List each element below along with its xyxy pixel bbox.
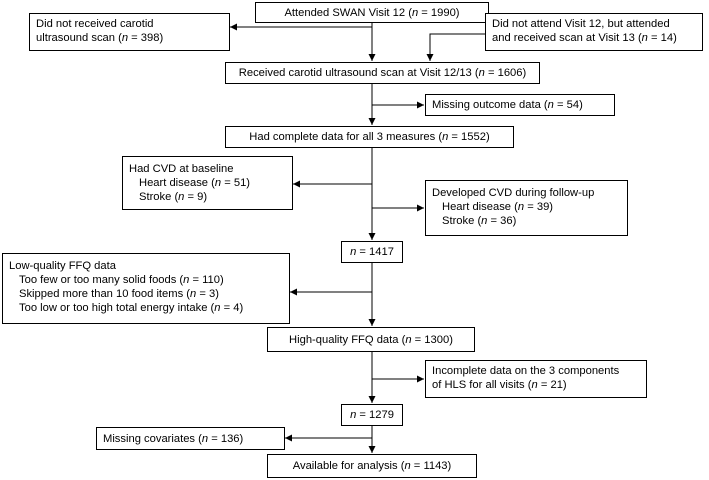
- box-n1417: n = 1417: [341, 241, 403, 263]
- box-complete-data: Had complete data for all 3 measures (n …: [225, 126, 514, 148]
- box-cvd-baseline: Had CVD at baseline Heart disease (n = 5…: [122, 156, 293, 210]
- incomplete-hls-line-2: of HLS for all visits (n = 21): [432, 379, 567, 391]
- no-scan-line-1: Did not received carotid: [36, 18, 154, 30]
- box-visit13: Did not attend Visit 12, but attended an…: [485, 13, 703, 51]
- box-cvd-followup: Developed CVD during follow-up Heart dis…: [425, 180, 628, 236]
- low-ffq-skipped: Skipped more than 10 food items (n = 3): [19, 288, 219, 300]
- cvd-baseline-stroke: Stroke (n = 9): [139, 191, 208, 203]
- cvd-followup-title: Developed CVD during follow-up: [432, 187, 595, 199]
- box-missing-outcome: Missing outcome data (n = 54): [425, 94, 615, 116]
- box-missing-covariates: Missing covariates (n = 136): [96, 427, 285, 450]
- visit13-line-1: Did not attend Visit 12, but attended: [492, 18, 670, 30]
- cvd-baseline-heart: Heart disease (n = 51): [139, 177, 251, 189]
- box-no-scan: Did not received carotid ultrasound scan…: [29, 13, 230, 51]
- box-received-scan: Received carotid ultrasound scan at Visi…: [225, 62, 540, 84]
- box-available: Available for analysis (n = 1143): [267, 454, 477, 478]
- box-incomplete-hls: Incomplete data on the 3 components of H…: [425, 360, 647, 398]
- visit13-line-2: and received scan at Visit 13 (n = 14): [492, 32, 677, 44]
- box-n1279: n = 1279: [341, 404, 403, 426]
- low-ffq-energy: Too low or too high total energy intake …: [19, 302, 244, 314]
- box-attended-visit12: Attended SWAN Visit 12 (n = 1990): [255, 2, 489, 23]
- no-scan-line-2: ultrasound scan (n = 398): [36, 32, 164, 44]
- box-low-ffq: Low-quality FFQ data Too few or too many…: [2, 253, 290, 324]
- cvd-followup-stroke: Stroke (n = 36): [442, 215, 517, 227]
- low-ffq-title: Low-quality FFQ data: [9, 260, 116, 272]
- incomplete-hls-line-1: Incomplete data on the 3 components: [432, 365, 620, 377]
- cvd-baseline-title: Had CVD at baseline: [129, 163, 234, 175]
- cvd-followup-heart: Heart disease (n = 39): [442, 201, 554, 213]
- box-high-ffq: High-quality FFQ data (n = 1300): [267, 327, 475, 352]
- arrow-from-visit13: [426, 33, 485, 61]
- low-ffq-solid-foods: Too few or too many solid foods (n = 110…: [19, 274, 224, 286]
